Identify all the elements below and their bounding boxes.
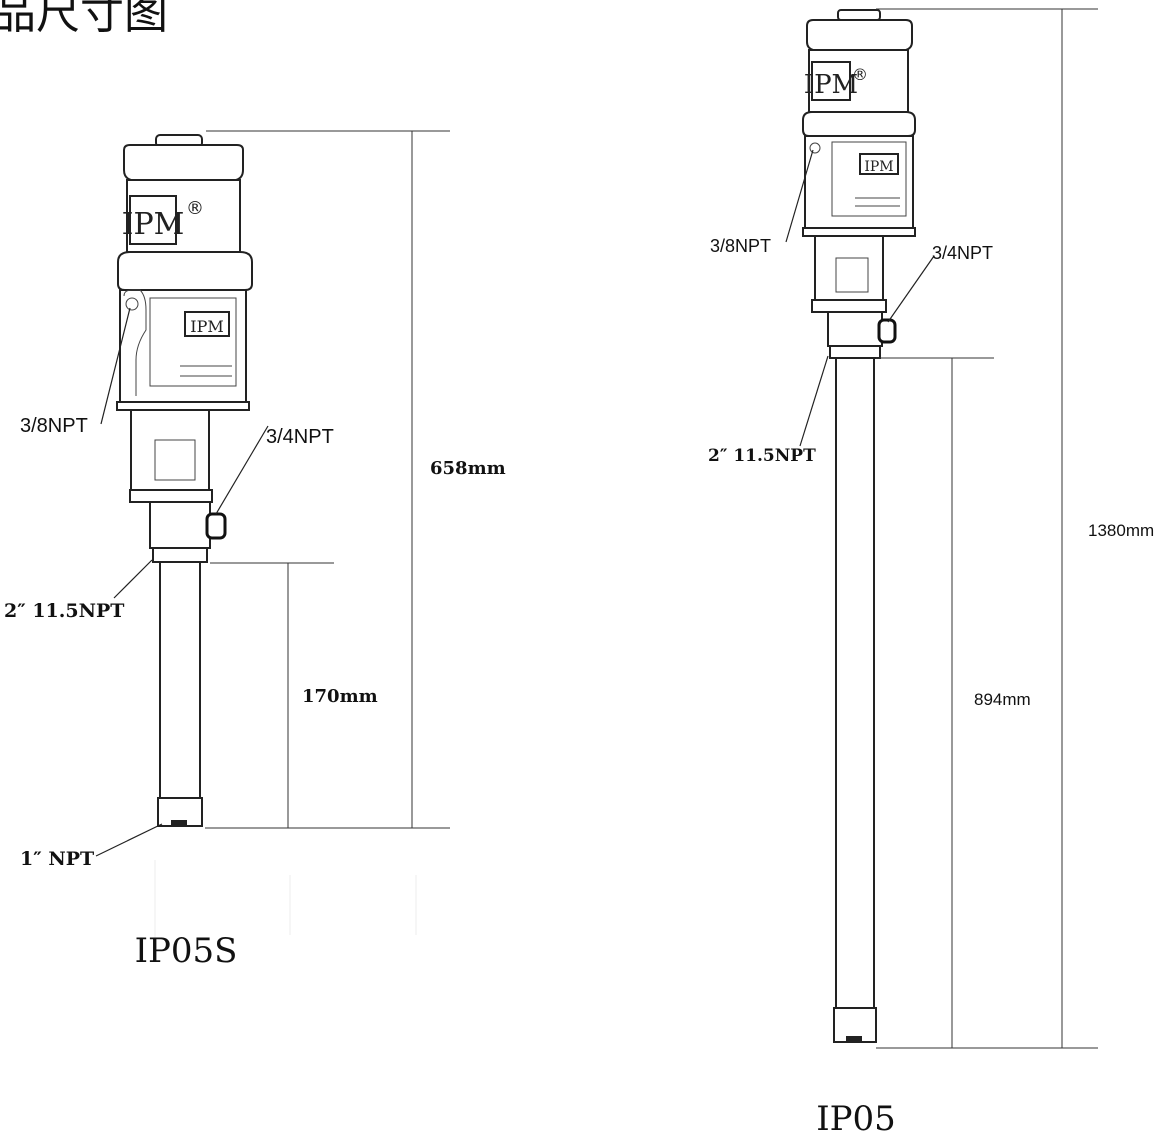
left-pump-shaft-housing [130, 409, 210, 491]
left-pump-outlet-port [205, 512, 227, 540]
right-bung-label: 2″ 11.5NPT [708, 446, 816, 466]
right-pump-brand-plate [811, 61, 851, 101]
left-pump-drawing: IPM ® IPM [116, 134, 253, 827]
left-pump-brand-plate [129, 195, 177, 245]
left-pump-coupler [154, 439, 196, 481]
left-air-inlet-leader [100, 307, 131, 425]
right-model-label: IP05 [816, 1099, 896, 1138]
right-pump-coupler [835, 257, 869, 293]
right-outlet-leader [887, 255, 935, 323]
left-dimensions [154, 130, 450, 940]
left-pump-side-panel [149, 297, 237, 387]
left-pump-registered-mark: ® [186, 198, 204, 219]
left-model-label: IP05S [135, 931, 238, 971]
left-bung-leader [113, 559, 153, 599]
right-leaders [785, 149, 935, 447]
left-outlet-leader [215, 425, 269, 515]
left-air-inlet-label: 3/8NPT [20, 415, 88, 437]
right-pump-lower-flange [811, 299, 887, 313]
left-leaders [95, 307, 269, 857]
left-bung-label: 2″ 11.5NPT [4, 600, 124, 622]
right-pump-inlet [846, 1036, 862, 1042]
left-pump-inlet [171, 820, 187, 826]
right-pump-air-port [809, 142, 821, 154]
left-pump-bung-adapter [152, 547, 208, 563]
right-overall-height-label: 1380mm [1088, 521, 1154, 540]
right-pump-outlet-port [877, 318, 897, 344]
right-pump-side-badge-text: IPM [864, 159, 893, 175]
right-pump-side-badge [859, 153, 899, 175]
left-pump-valve-block [119, 289, 247, 403]
right-pump-motor-skirt [802, 111, 916, 137]
left-pump-air-fitting [123, 289, 147, 396]
left-pump-lower-flange [129, 489, 213, 503]
left-outlet-label: 3/4NPT [266, 426, 334, 448]
right-pump-shaft-housing [814, 235, 884, 301]
left-overall-height-label: 658mm [430, 458, 506, 479]
left-pump-outlet-body [149, 501, 211, 549]
right-air-inlet-leader [785, 149, 814, 243]
page-heading: 品尺寸图 [0, 0, 168, 39]
right-bung-leader [799, 355, 829, 447]
left-pump-suction-tube [159, 561, 201, 799]
right-pump-suction-tube [835, 357, 875, 1009]
right-pump-outlet-body [827, 311, 883, 347]
right-pump-side-panel [831, 141, 907, 217]
right-pump-brand-text: IPM [804, 70, 858, 100]
left-pump-flange [116, 401, 250, 411]
right-pump-drawing: IPM ® IPM [802, 9, 916, 1043]
left-pump-side-badge [184, 311, 230, 337]
left-pump-brand-text: IPM [122, 207, 185, 242]
right-pump-cap [837, 9, 881, 21]
right-tube-length-label: 894mm [974, 690, 1031, 709]
left-pump-motor-top [123, 144, 244, 181]
right-outlet-label: 3/4NPT [932, 243, 993, 263]
left-pump-side-badge-text: IPM [190, 317, 223, 336]
left-inlet-leader [95, 823, 163, 857]
left-pump-air-port [125, 297, 139, 311]
right-pump-motor-top [806, 19, 913, 51]
right-pump-flange [802, 227, 916, 237]
left-pump-motor-skirt [117, 251, 253, 291]
right-air-inlet-label: 3/8NPT [710, 236, 771, 256]
right-pump-bung-adapter [829, 345, 881, 359]
right-dimensions [876, 8, 1098, 1049]
right-pump-valve-block [804, 135, 914, 229]
left-inlet-label: 1″ NPT [20, 848, 94, 870]
right-pump-registered-mark: ® [852, 65, 868, 84]
left-tube-length-label: 170mm [302, 686, 378, 707]
